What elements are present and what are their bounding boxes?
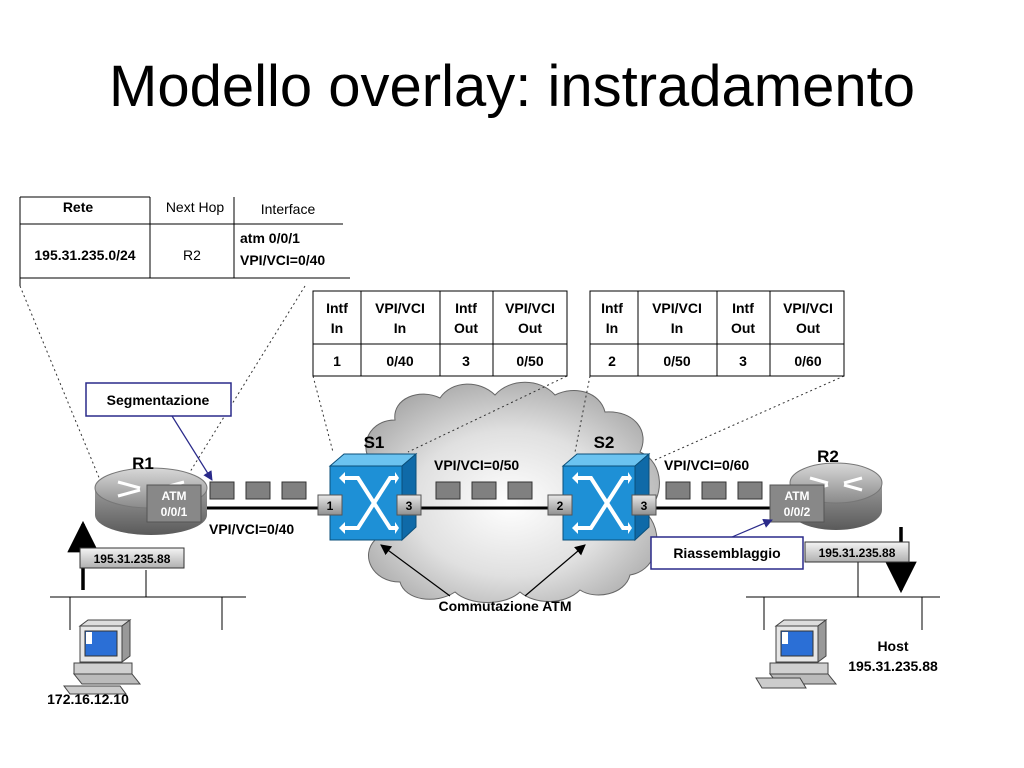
s2-h-vpi-out-2: Out (796, 320, 820, 336)
r2-ip-box-label: 195.31.235.88 (819, 546, 896, 560)
rt-nexthop-value: R2 (183, 247, 201, 263)
s2-h-intf-in-2: In (606, 320, 618, 336)
r1-ip-box-label: 195.31.235.88 (94, 552, 171, 566)
right-lan: 195.31.235.88 (746, 527, 940, 630)
s1-port-out: 3 (406, 499, 413, 513)
vpi-label-s1-s2: VPI/VCI=0/50 (434, 457, 519, 473)
s1-h-vpi-out-2: Out (518, 320, 542, 336)
s1-label: S1 (364, 433, 385, 452)
atm-cells (209, 481, 763, 500)
s1-h-intf-out-1: Intf (455, 300, 477, 316)
s1-h-vpi-in-1: VPI/VCI (375, 300, 425, 316)
s2-h-vpi-in-1: VPI/VCI (652, 300, 702, 316)
r1-atm-label-1: ATM (161, 489, 186, 503)
atm-cell (507, 481, 533, 500)
s2-port-in: 2 (557, 499, 564, 513)
atm-cell (471, 481, 497, 500)
s1-vpi-in-value: 0/40 (386, 353, 413, 369)
s1-switch-table: Intf In VPI/VCI In Intf Out VPI/VCI Out … (312, 290, 568, 377)
rt-header-nexthop: Next Hop (166, 199, 225, 215)
right-host-ip: 195.31.235.88 (848, 658, 938, 674)
r2-atm-label-1: ATM (784, 489, 809, 503)
atm-cell (281, 481, 307, 500)
commutazione-annotation: Commutazione ATM (380, 544, 586, 614)
atm-cell (737, 481, 763, 500)
r1-label: R1 (132, 454, 154, 473)
s2-vpi-out-value: 0/60 (794, 353, 821, 369)
right-computer-icon (755, 619, 838, 689)
left-computer-icon (63, 619, 142, 695)
slide-title: Modello overlay: instradamento (109, 54, 915, 119)
left-host-ip: 172.16.12.10 (47, 691, 129, 707)
rt-interface-line1: atm 0/0/1 (240, 230, 300, 246)
commutazione-label: Commutazione ATM (439, 598, 572, 614)
s2-vpi-in-value: 0/50 (663, 353, 690, 369)
s1-intf-in-value: 1 (333, 353, 341, 369)
atm-cell (665, 481, 691, 500)
s1-h-intf-in-1: Intf (326, 300, 348, 316)
vpi-label-r1-s1: VPI/VCI=0/40 (209, 521, 294, 537)
r2-atm-label-2: 0/0/2 (784, 505, 811, 519)
rt-header-network: Rete (63, 199, 94, 215)
s2-intf-out-value: 3 (739, 353, 747, 369)
riassemblaggio-callout: Riassemblaggio (650, 518, 804, 570)
router-r1-icon: ATM 0/0/1 (94, 467, 208, 535)
s1-h-vpi-out-1: VPI/VCI (505, 300, 555, 316)
s2-switch-table: Intf In VPI/VCI In Intf Out VPI/VCI Out … (589, 290, 845, 377)
s2-h-intf-out-2: Out (731, 320, 755, 336)
r2-label: R2 (817, 447, 839, 466)
riassemblaggio-label: Riassemblaggio (673, 545, 780, 561)
s1-port-in: 1 (327, 499, 334, 513)
r1-atm-label-2: 0/0/1 (161, 505, 188, 519)
s1-h-vpi-in-2: In (394, 320, 406, 336)
s2-label: S2 (594, 433, 615, 452)
rt-network-value: 195.31.235.0/24 (34, 247, 135, 263)
s1-h-intf-out-2: Out (454, 320, 478, 336)
router-r2-icon: ATM 0/0/2 (769, 462, 883, 530)
s2-h-intf-in-1: Intf (601, 300, 623, 316)
leader-lines (19, 285, 845, 481)
segmentazione-callout: Segmentazione (85, 382, 232, 481)
s1-intf-out-value: 3 (462, 353, 470, 369)
vpi-label-s2-r2: VPI/VCI=0/60 (664, 457, 749, 473)
s2-h-vpi-out-1: VPI/VCI (783, 300, 833, 316)
s1-h-intf-in-2: In (331, 320, 343, 336)
routing-table: Rete Next Hop Interface 195.31.235.0/24 … (19, 196, 350, 286)
s1-vpi-out-value: 0/50 (516, 353, 543, 369)
atm-switch-s2-icon: 2 3 (547, 452, 657, 542)
atm-cell (209, 481, 235, 500)
s2-h-intf-out-1: Intf (732, 300, 754, 316)
s2-h-vpi-in-2: In (671, 320, 683, 336)
atm-cell (245, 481, 271, 500)
rt-interface-line2: VPI/VCI=0/40 (240, 252, 325, 268)
atm-cell (435, 481, 461, 500)
atm-cell (701, 481, 727, 500)
s2-port-out: 3 (641, 499, 648, 513)
segmentazione-label: Segmentazione (107, 392, 210, 408)
rt-header-interface: Interface (261, 201, 316, 217)
right-host-title: Host (877, 638, 908, 654)
s2-intf-in-value: 2 (608, 353, 616, 369)
left-lan: 195.31.235.88 (50, 520, 246, 630)
atm-switch-s1-icon: 1 3 (317, 452, 422, 542)
